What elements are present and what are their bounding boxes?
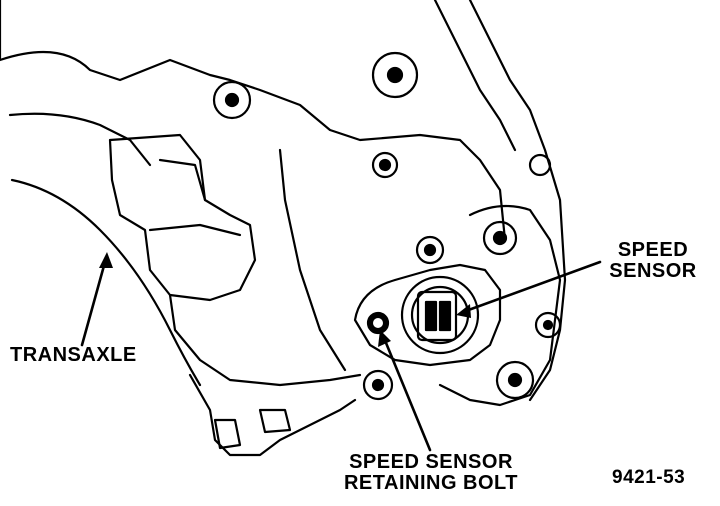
speed-sensor-label: SPEED SENSOR	[598, 240, 708, 282]
side-cover-frame	[438, 204, 562, 407]
cover-bolt-bottom	[495, 360, 535, 400]
sensor-connector	[416, 290, 458, 342]
cover-bolt-right-mid	[534, 311, 562, 339]
leader-transaxle	[80, 260, 107, 347]
leader-retaining-bolt	[382, 336, 432, 452]
boss-upper-left	[212, 80, 252, 120]
leader-speed-sensor	[461, 260, 602, 314]
case-left-edge	[8, 112, 152, 167]
case-left-curve	[10, 178, 202, 387]
arrowhead-transaxle	[99, 252, 113, 268]
figure-number: 9421-53	[612, 467, 686, 488]
case-right-flange-inner	[433, 0, 517, 152]
boss-mid	[371, 151, 399, 179]
speed-sensor-label-line2: SENSOR	[609, 260, 697, 282]
arrowhead-speed-sensor	[456, 304, 471, 318]
retaining-bolt-label-line1: SPEED SENSOR	[349, 451, 513, 473]
arrowhead-retaining-bolt	[378, 330, 391, 347]
cover-bolt-top	[482, 220, 518, 256]
boss-top-right	[371, 51, 419, 99]
sensor-housing	[400, 275, 480, 355]
sensor-mount-plate	[353, 263, 502, 367]
valve-body-block	[108, 133, 257, 302]
lower-casting	[188, 373, 357, 457]
cover-bolt-right-top	[528, 153, 552, 177]
cover-bolt-lower-left	[362, 369, 394, 401]
retaining-bolt-label: SPEED SENSOR RETAINING BOLT	[343, 452, 519, 494]
case-right-flange	[468, 0, 567, 402]
speed-sensor-label-line1: SPEED	[617, 239, 689, 261]
cover-bolt-upper	[415, 235, 445, 265]
case-upper-outline	[0, 0, 507, 242]
retaining-bolt-label-line2: RETAINING BOLT	[343, 472, 519, 494]
transaxle-label: TRANSAXLE	[10, 344, 137, 366]
